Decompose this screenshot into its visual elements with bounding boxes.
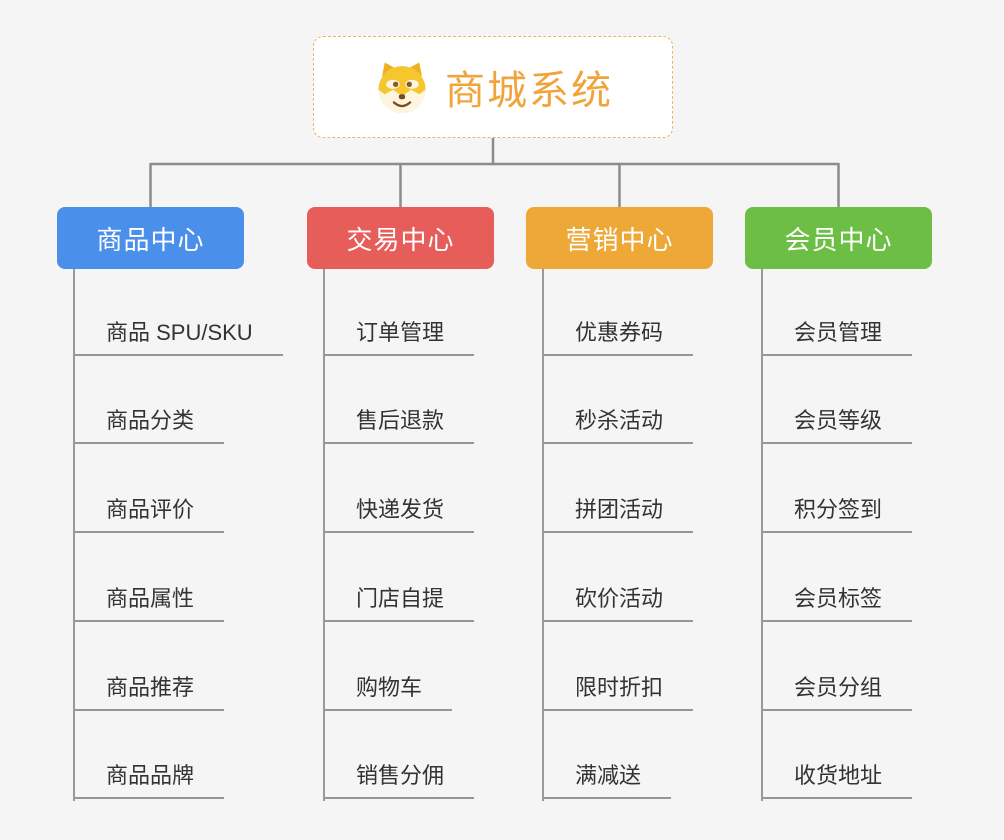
branch-column-product-center: 商品 SPU/SKU 商品分类 商品评价 商品属性 商品推荐 商品品牌 bbox=[73, 269, 283, 801]
branch-label: 商品中心 bbox=[96, 224, 205, 255]
root-topic-label: 商城系统 bbox=[445, 69, 613, 113]
leaf-topic[interactable]: 限时折扣 bbox=[544, 667, 694, 711]
leaf-topic[interactable]: 满减送 bbox=[544, 755, 672, 799]
leaf-topic[interactable]: 会员分组 bbox=[763, 667, 913, 711]
leaf-topic[interactable]: 商品推荐 bbox=[75, 667, 225, 711]
leaf-topic[interactable]: 会员管理 bbox=[763, 312, 913, 356]
leaf-topic[interactable]: 售后退款 bbox=[325, 400, 475, 444]
branch-label: 交易中心 bbox=[346, 224, 455, 255]
leaf-topic[interactable]: 商品分类 bbox=[75, 400, 225, 444]
leaf-topic[interactable]: 快递发货 bbox=[325, 489, 475, 533]
root-topic[interactable]: 商城系统 bbox=[313, 36, 673, 138]
branch-label: 营销中心 bbox=[565, 224, 674, 255]
leaf-topic[interactable]: 购物车 bbox=[325, 667, 453, 711]
leaf-topic[interactable]: 会员标签 bbox=[763, 578, 913, 622]
branch-column-marketing-center: 优惠券码 秒杀活动 拼团活动 砍价活动 限时折扣 满减送 bbox=[542, 269, 694, 801]
leaf-topic[interactable]: 积分签到 bbox=[763, 489, 913, 533]
leaf-topic[interactable]: 门店自提 bbox=[325, 578, 475, 622]
branch-node-product-center[interactable]: 商品中心 bbox=[57, 207, 244, 269]
leaf-topic[interactable]: 商品品牌 bbox=[75, 755, 225, 799]
leaf-topic[interactable]: 砍价活动 bbox=[544, 578, 694, 622]
leaf-topic[interactable]: 商品 SPU/SKU bbox=[75, 312, 283, 356]
branch-node-trade-center[interactable]: 交易中心 bbox=[307, 207, 494, 269]
branch-column-member-center: 会员管理 会员等级 积分签到 会员标签 会员分组 收货地址 bbox=[761, 269, 913, 801]
dog-face-icon bbox=[373, 58, 431, 116]
leaf-topic[interactable]: 销售分佣 bbox=[325, 755, 475, 799]
leaf-topic[interactable]: 拼团活动 bbox=[544, 489, 694, 533]
branch-node-member-center[interactable]: 会员中心 bbox=[745, 207, 932, 269]
leaf-topic[interactable]: 优惠券码 bbox=[544, 312, 694, 356]
leaf-topic[interactable]: 收货地址 bbox=[763, 755, 913, 799]
branch-node-marketing-center[interactable]: 营销中心 bbox=[526, 207, 713, 269]
leaf-topic[interactable]: 订单管理 bbox=[325, 312, 475, 356]
branch-column-trade-center: 订单管理 售后退款 快递发货 门店自提 购物车 销售分佣 bbox=[323, 269, 475, 801]
branch-label: 会员中心 bbox=[784, 224, 893, 255]
leaf-topic[interactable]: 商品属性 bbox=[75, 578, 225, 622]
leaf-topic[interactable]: 秒杀活动 bbox=[544, 400, 694, 444]
leaf-topic[interactable]: 会员等级 bbox=[763, 400, 913, 444]
leaf-topic[interactable]: 商品评价 bbox=[75, 489, 225, 533]
